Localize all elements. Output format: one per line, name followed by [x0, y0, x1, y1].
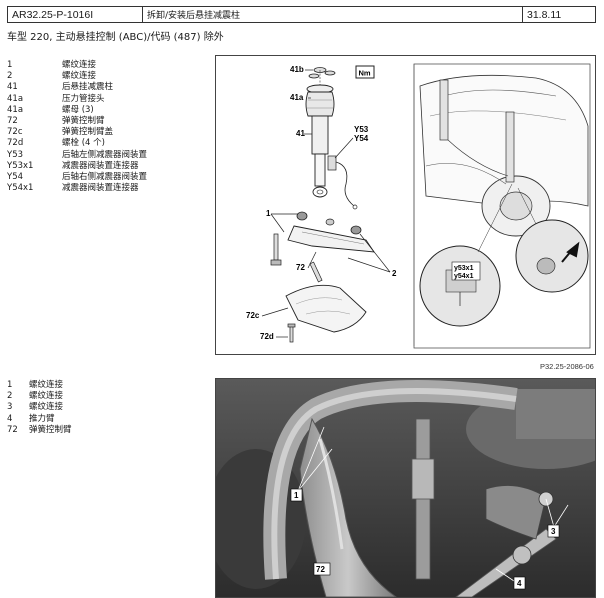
document-date: 31.8.11 [527, 8, 562, 21]
figure-reference: P32.25-2086-06 [540, 362, 594, 371]
photo-label-4: 4 [517, 579, 522, 588]
document-header: AR32.25-P-1016I 拆卸/安装后悬挂减震柱 31.8.11 [7, 6, 596, 23]
label-1: 1 [266, 209, 271, 218]
label-72c: 72c [246, 311, 260, 320]
document-id: AR32.25-P-1016I [8, 7, 143, 22]
photo-label-3: 3 [551, 527, 556, 536]
label-y53: Y53 [354, 125, 369, 134]
label-41b: 41b [290, 65, 304, 74]
model-applicability: 车型 220, 主动悬挂控制 (ABC)/代码 (487) 除外 [7, 32, 224, 43]
label-41a: 41a [290, 93, 304, 102]
document-title: 拆卸/安装后悬挂减震柱 [143, 7, 523, 22]
strut-exploded-drawing: Nm 41b 41a 41 Y53 Y54 1 72 2 72c 72 [215, 55, 596, 355]
torque-label: Nm [359, 69, 371, 78]
label-72: 72 [296, 263, 305, 272]
photo-label-72: 72 [316, 565, 325, 574]
label-72d: 72d [260, 332, 274, 341]
undercarriage-photo: 1 72 3 4 [215, 378, 596, 598]
label-y54: Y54 [354, 134, 369, 143]
label-y54x1: y54x1 [454, 273, 474, 280]
label-2: 2 [392, 269, 397, 278]
photo-label-1: 1 [294, 491, 299, 500]
label-41: 41 [296, 129, 305, 138]
label-y53x1: y53x1 [454, 265, 474, 272]
